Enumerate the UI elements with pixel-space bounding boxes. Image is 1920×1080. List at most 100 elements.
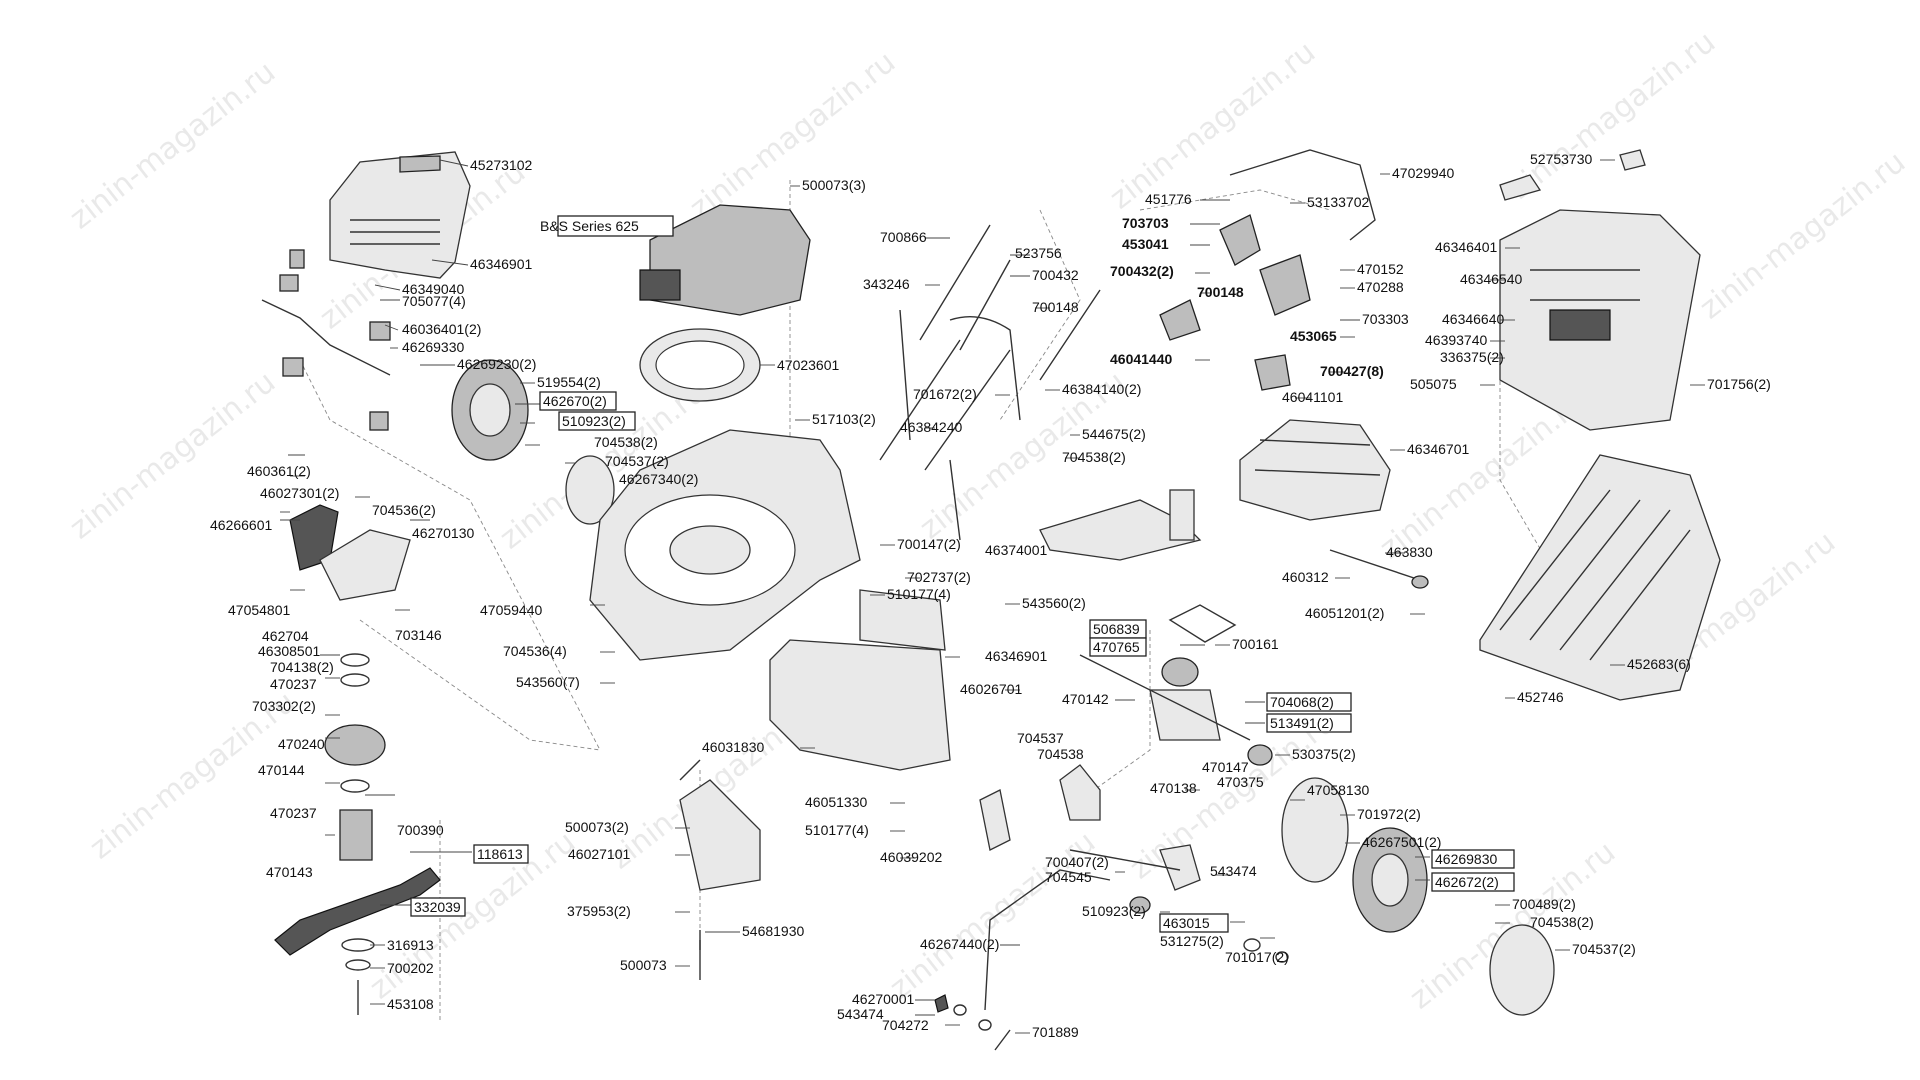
part-label: 46384140(2)	[1062, 381, 1141, 397]
watermark: zinin-magazin.ru	[63, 55, 282, 237]
part-label: 46308501	[258, 643, 321, 659]
part-label: 517103(2)	[812, 411, 876, 427]
catcher-basket-shape	[1479, 454, 1721, 701]
part-label: 46384240	[900, 419, 963, 435]
part-label: 118613	[477, 846, 523, 862]
mulch-plate-shape	[859, 589, 946, 651]
part-label: 704138(2)	[270, 659, 334, 675]
rear-hubcap-shape	[1489, 924, 1555, 1016]
part-label-box	[539, 391, 617, 411]
part-label: 701972(2)	[1357, 806, 1421, 822]
part-label: 46346901	[470, 256, 533, 272]
part-label: 343246	[863, 276, 910, 292]
part-label: 704536(2)	[372, 502, 436, 518]
part-label: B&S Series 625	[540, 218, 639, 234]
part-label-box	[557, 215, 674, 237]
part-label: 705077(4)	[402, 293, 466, 309]
clip-shape	[282, 357, 304, 377]
part-label: 46269230(2)	[457, 356, 536, 372]
rear-axle-shape	[1069, 849, 1181, 871]
part-label: 510923(2)	[562, 413, 626, 429]
part-label: 46267340(2)	[619, 471, 698, 487]
part-label-box	[1159, 913, 1229, 933]
part-label: 700148	[1032, 299, 1079, 315]
part-label: 510177(4)	[887, 586, 951, 602]
part-label: 462672(2)	[1435, 874, 1499, 890]
handle-socket-shape	[979, 789, 1011, 851]
part-label-box	[558, 411, 636, 431]
bail-lever-shape	[1229, 149, 1376, 241]
fan-shape	[324, 724, 386, 766]
part-label: 470237	[270, 676, 317, 692]
part-label: 470237	[270, 805, 317, 821]
control-box-shape	[1219, 214, 1261, 266]
part-label: 704545	[1045, 869, 1092, 885]
part-label: 460361(2)	[247, 463, 311, 479]
front-hubcap-shape	[565, 455, 615, 525]
adjust-lever-shape	[261, 299, 391, 376]
part-label: 704068(2)	[1270, 694, 1334, 710]
part-label: 46027301(2)	[260, 485, 339, 501]
handle-upper-shape	[919, 224, 1011, 351]
part-label: 500073(3)	[802, 177, 866, 193]
part-label: 510923(2)	[1082, 903, 1146, 919]
part-label: 543560(7)	[516, 674, 580, 690]
belt-shape	[1168, 604, 1237, 643]
rear-flap-shape	[769, 639, 951, 771]
part-labels: 45273102 46346901 46349040 705077(4) 460…	[210, 151, 1771, 1040]
part-label: 700432	[1032, 267, 1079, 283]
handle-arm-shape	[1039, 289, 1101, 381]
part-label: 462704	[262, 628, 309, 644]
part-label: 702737(2)	[907, 569, 971, 585]
part-label: 703146	[395, 627, 442, 643]
part-label: 46267440(2)	[920, 936, 999, 952]
part-label: 46036401(2)	[402, 321, 481, 337]
part-label: 700202	[387, 960, 434, 976]
chute-shape	[679, 779, 761, 891]
part-label: 375953(2)	[567, 903, 631, 919]
part-label: 46267501(2)	[1362, 834, 1441, 850]
part-label: 53133702	[1307, 194, 1370, 210]
part-label-box	[1266, 713, 1352, 733]
part-label: 46346901	[985, 648, 1048, 664]
part-label-box	[1431, 849, 1515, 869]
control-box-shape	[1259, 254, 1311, 316]
part-label: 46393740	[1425, 332, 1488, 348]
part-label: 47058130	[1307, 782, 1370, 798]
part-label: 463015	[1163, 915, 1210, 931]
part-label: 470240	[278, 736, 325, 752]
part-label: 704538(2)	[594, 434, 658, 450]
part-label: 336375(2)	[1440, 349, 1504, 365]
part-label: 500073	[620, 957, 667, 973]
part-label: 700161	[1232, 636, 1279, 652]
gearbox-shape	[1149, 689, 1221, 741]
part-label: 46270001	[852, 991, 915, 1007]
part-label: 470143	[266, 864, 313, 880]
part-label: 316913	[387, 937, 434, 953]
part-label: 531275(2)	[1160, 933, 1224, 949]
part-label-box	[1089, 637, 1147, 657]
part-label: 46269830	[1435, 851, 1498, 867]
part-label: 52753730	[1530, 151, 1593, 167]
part-label: 470288	[1357, 279, 1404, 295]
part-label: 530375(2)	[1292, 746, 1356, 762]
part-label: 46027101	[568, 846, 631, 862]
part-label: 46039202	[880, 849, 943, 865]
part-label: 700390	[397, 822, 444, 838]
part-label: 332039	[414, 899, 461, 915]
part-label: 46051330	[805, 794, 868, 810]
part-label-box	[410, 897, 466, 917]
part-label: 46026701	[960, 681, 1023, 697]
leader-lines	[280, 159, 1705, 1034]
height-lever-shape	[984, 869, 1111, 1011]
part-label: 470152	[1357, 261, 1404, 277]
part-label: 701889	[1032, 1024, 1079, 1040]
part-label: 543560(2)	[1022, 595, 1086, 611]
part-shapes	[261, 149, 1721, 1051]
clip-shape	[369, 321, 391, 341]
part-label: 460312	[1282, 569, 1329, 585]
part-label: 704272	[882, 1017, 929, 1033]
part-label: 470138	[1150, 780, 1197, 796]
part-label: 470375	[1217, 774, 1264, 790]
